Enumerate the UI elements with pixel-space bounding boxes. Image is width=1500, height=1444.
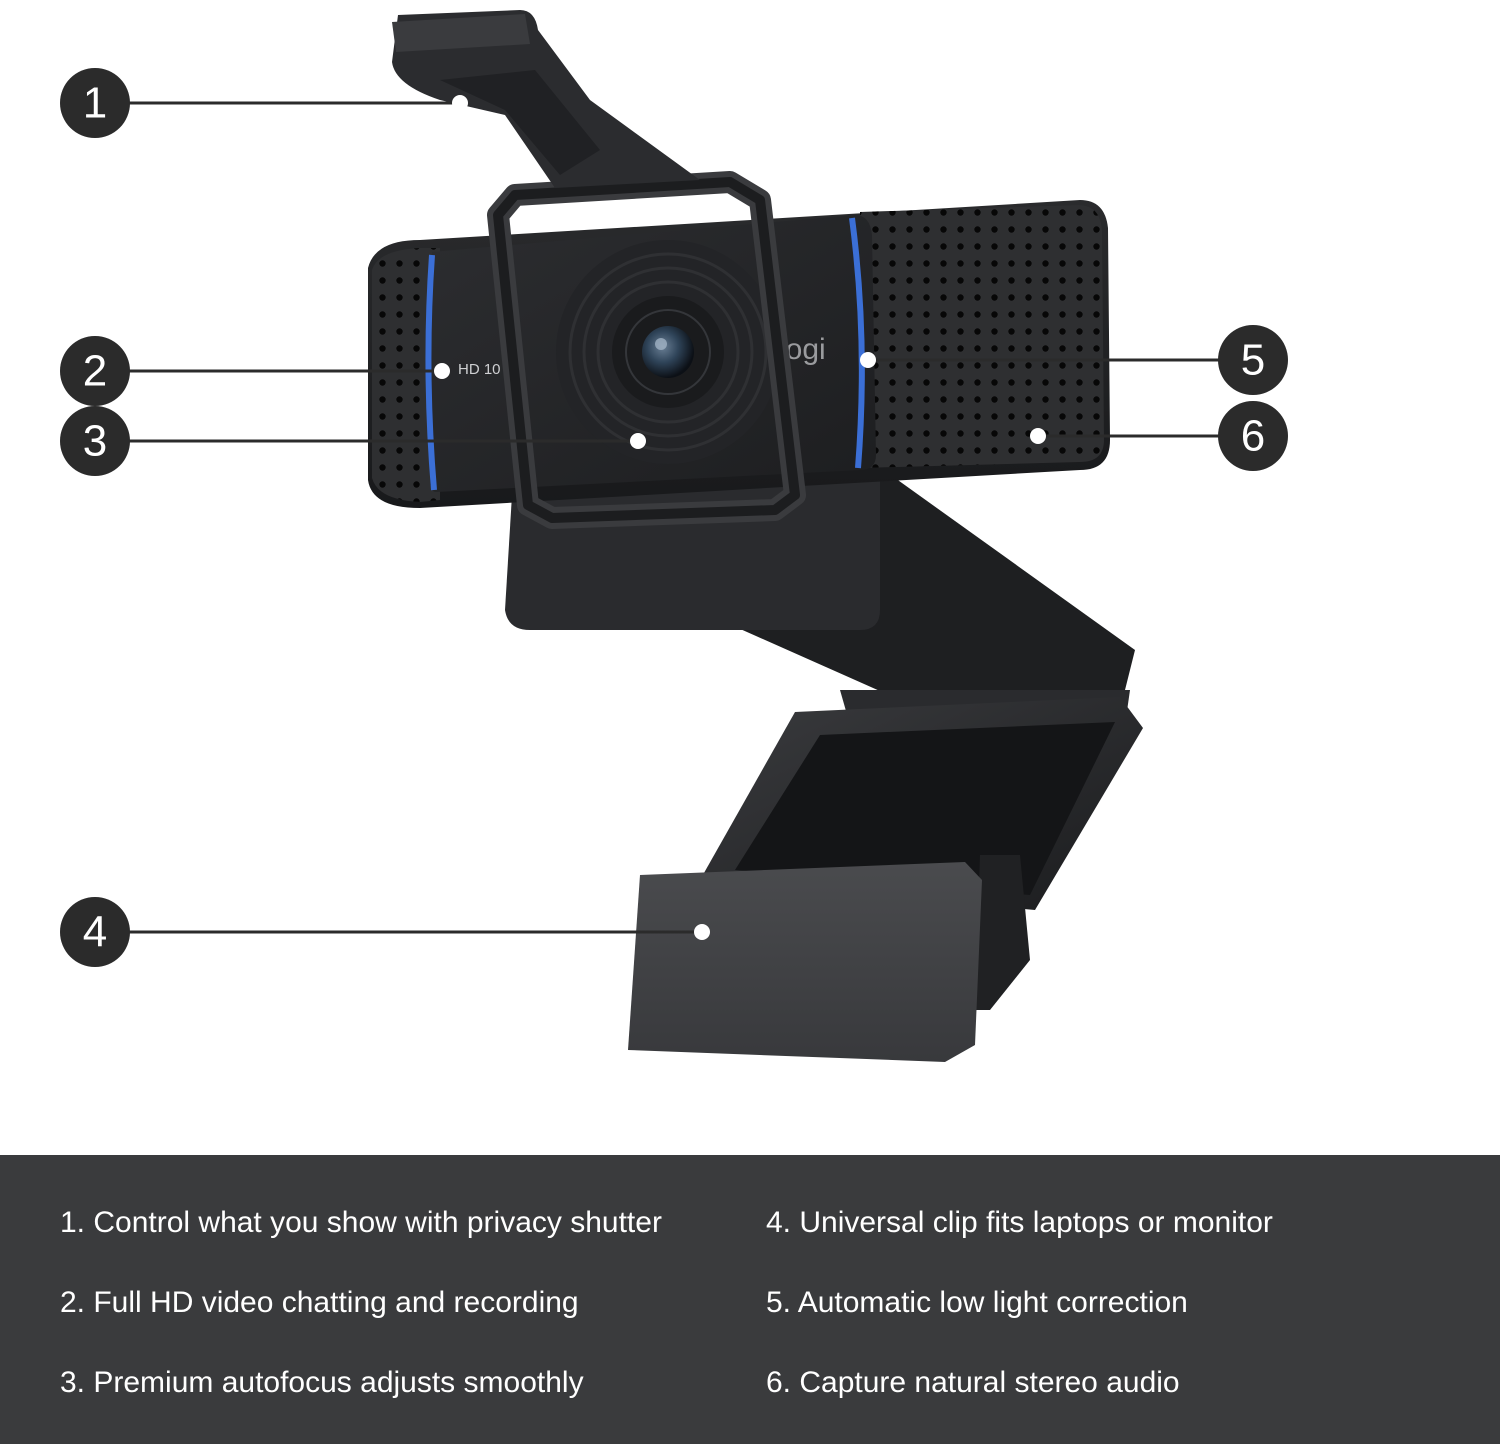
callout-number: 5	[1241, 336, 1265, 385]
right-blue-trim	[849, 217, 865, 469]
callout-badge-5: 5	[1218, 325, 1288, 395]
anchor-dot-6	[1030, 428, 1046, 444]
universal-clip	[628, 697, 1143, 1062]
anchor-dot-5	[860, 352, 876, 368]
webcam-illustration: HD 10 logi	[60, 10, 1288, 1062]
anchor-dot-4	[694, 924, 710, 940]
camera-lens	[556, 240, 780, 464]
callout-badge-4: 4	[60, 897, 130, 967]
callout-number: 4	[83, 908, 107, 957]
feature-item-4: 4. Universal clip fits laptops or monito…	[766, 1206, 1273, 1239]
anchor-dots	[434, 95, 1046, 940]
callout-badge-3: 3	[60, 406, 130, 476]
right-microphone-grille	[860, 205, 1104, 468]
hd-badge-text: HD 10	[458, 361, 501, 378]
callout-number: 3	[83, 417, 107, 466]
feature-item-6: 6. Capture natural stereo audio	[766, 1366, 1180, 1399]
feature-item-1: 1. Control what you show with privacy sh…	[60, 1206, 662, 1239]
anchor-dot-1	[452, 95, 468, 111]
feature-item-3: 3. Premium autofocus adjusts smoothly	[60, 1366, 584, 1399]
left-microphone-grille	[372, 248, 440, 502]
callout-badge-1: 1	[60, 68, 130, 138]
callout-number: 1	[83, 79, 107, 128]
feature-item-2: 2. Full HD video chatting and recording	[60, 1286, 579, 1319]
callout-badge-2: 2	[60, 336, 130, 406]
lens-glass	[642, 326, 694, 378]
callout-number: 6	[1241, 412, 1265, 461]
feature-item-5: 5. Automatic low light correction	[766, 1286, 1188, 1319]
feature-list-panel: 1. Control what you show with privacy sh…	[0, 1155, 1500, 1444]
callout-badge-6: 6	[1218, 401, 1288, 471]
callout-number: 2	[83, 347, 107, 396]
anchor-dot-3	[630, 433, 646, 449]
clip-foot	[628, 862, 982, 1062]
anchor-dot-2	[434, 363, 450, 379]
leader-lines	[95, 101, 1253, 934]
privacy-shutter	[392, 10, 806, 529]
